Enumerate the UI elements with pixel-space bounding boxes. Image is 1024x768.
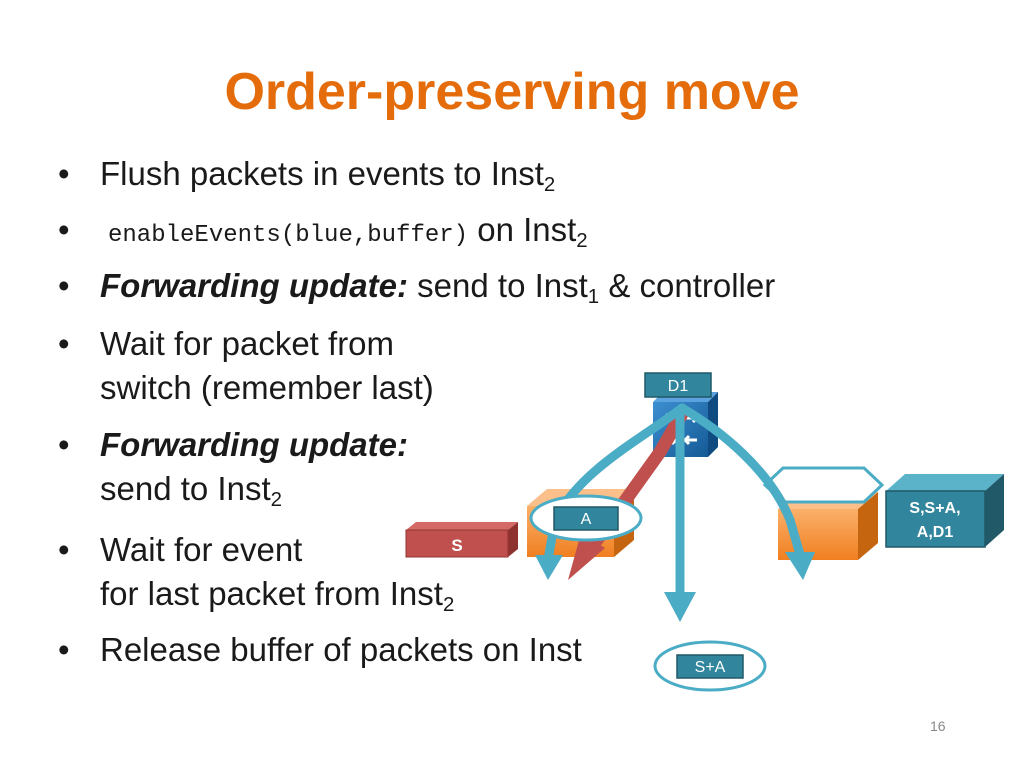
red-box-s: S <box>405 522 518 558</box>
event-buffer-line1: S,S+A, <box>909 500 960 517</box>
bullet-7-text: Release buffer of packets on Inst <box>100 631 582 668</box>
bullet-3-tail: & controller <box>599 267 776 304</box>
bullet-6-line2: for last packet from Inst <box>100 575 443 612</box>
bullet-1-text: Flush packets in events to Inst <box>100 155 544 192</box>
red-box-label: S <box>451 536 462 555</box>
arrowheads <box>535 552 815 622</box>
bullet-3-sub: 1 <box>587 285 600 309</box>
event-buffer-line2: A,D1 <box>917 524 954 541</box>
bullet-4-line2: switch (remember last) <box>100 369 434 406</box>
d1-label: D1 <box>644 372 712 398</box>
bullet-4-line1: Wait for packet from <box>100 325 395 362</box>
d1-label-text: D1 <box>668 378 689 395</box>
bullet-dot: • <box>58 631 70 668</box>
page-number: 16 <box>930 718 946 734</box>
bullet-5-sub: 2 <box>270 488 282 512</box>
bullet-3-emph: Forwarding update: <box>100 267 408 304</box>
bullet-2-code: enableEvents(blue,buffer) <box>108 222 469 249</box>
bullet-dot: • <box>58 426 70 463</box>
bullet-dot: • <box>58 531 70 568</box>
event-buffer-box: S,S+A, A,D1 <box>885 474 1004 548</box>
bullet-3-text: send to Inst <box>408 267 588 304</box>
sa-label-text: S+A <box>695 659 726 676</box>
a-label-text: A <box>581 511 592 528</box>
bullet-5-line2: send to Inst <box>100 470 271 507</box>
bullet-1-sub: 2 <box>543 173 556 197</box>
sa-label: S+A <box>676 654 744 679</box>
bullet-dot: • <box>58 267 70 304</box>
bullet-6-line1: Wait for event <box>100 531 303 568</box>
bullet-2-sub: 2 <box>576 229 588 253</box>
slide-title: Order-preserving move <box>224 63 800 121</box>
bullet-dot: • <box>58 155 70 192</box>
bullet-6-sub: 2 <box>442 593 455 617</box>
a-label: A <box>553 506 619 531</box>
bullet-dot: • <box>58 325 70 362</box>
bullet-2-text: on Inst <box>468 211 577 248</box>
bullet-5-emph: Forwarding update: <box>100 426 408 463</box>
bullet-dot: • <box>58 211 70 248</box>
